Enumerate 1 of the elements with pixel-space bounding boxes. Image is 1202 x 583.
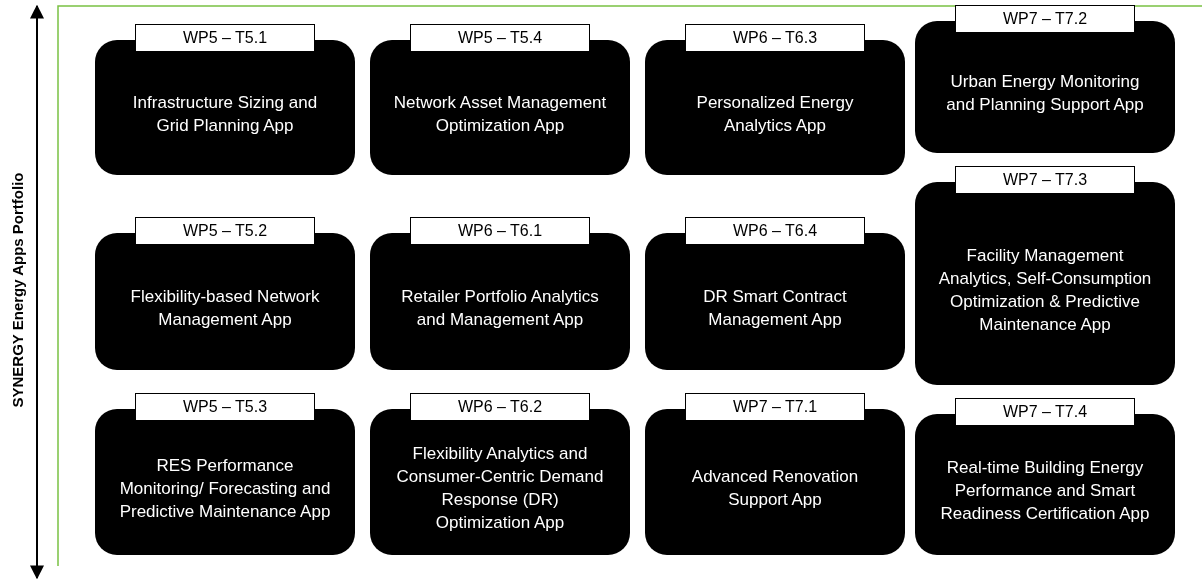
axis-label: SYNERGY Energy Apps Portfolio [8,172,26,408]
